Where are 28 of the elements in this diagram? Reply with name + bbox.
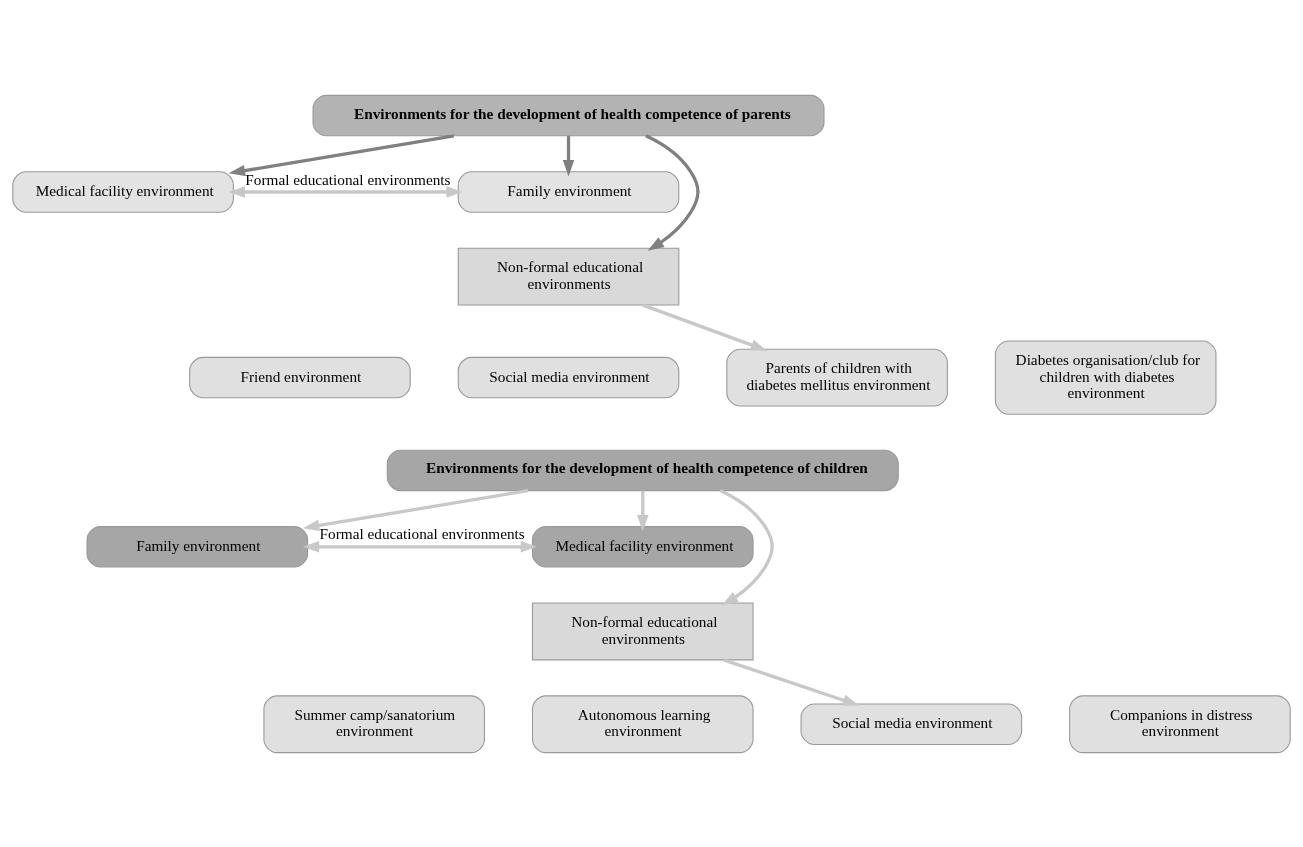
arrow bbox=[645, 133, 700, 251]
arrow bbox=[228, 185, 463, 198]
edge-label: Formal educational environments bbox=[319, 524, 525, 542]
node-box: Medical facility environment bbox=[12, 170, 234, 213]
node-box: Environments for the development of health competence of parents bbox=[312, 94, 825, 136]
node-box: Family environment bbox=[86, 525, 309, 568]
node-box: Summer camp/sanatorium environment bbox=[263, 694, 485, 753]
node-box: Environments for the development of health competence of children bbox=[386, 449, 899, 491]
node-box: Non-formal educational environments bbox=[457, 247, 680, 306]
node-box: Autonomous learning environment bbox=[531, 694, 754, 753]
node-box: Parents of children with diabetes mellitus environment bbox=[726, 348, 948, 407]
edge-label: Formal educational environments bbox=[245, 170, 451, 188]
arrow bbox=[302, 488, 529, 531]
node-box: Medical facility environment bbox=[531, 525, 754, 568]
node-box: Friend environment bbox=[189, 356, 411, 398]
arrow bbox=[302, 540, 538, 553]
node-box: Social media environment bbox=[457, 356, 680, 398]
node-box: Non-formal educational environments bbox=[531, 602, 754, 660]
node-box: Companions in distress environment bbox=[1069, 694, 1291, 753]
arrow bbox=[719, 488, 774, 606]
node-box: Family environment bbox=[457, 170, 680, 213]
arrow bbox=[723, 657, 860, 706]
arrow bbox=[637, 490, 649, 531]
arrow bbox=[562, 135, 575, 177]
arrow bbox=[228, 133, 455, 176]
arrow bbox=[642, 303, 768, 351]
node-box: Diabetes organisation/club for children with diabetes environment bbox=[994, 339, 1217, 415]
node-box: Social media environment bbox=[800, 703, 1023, 745]
